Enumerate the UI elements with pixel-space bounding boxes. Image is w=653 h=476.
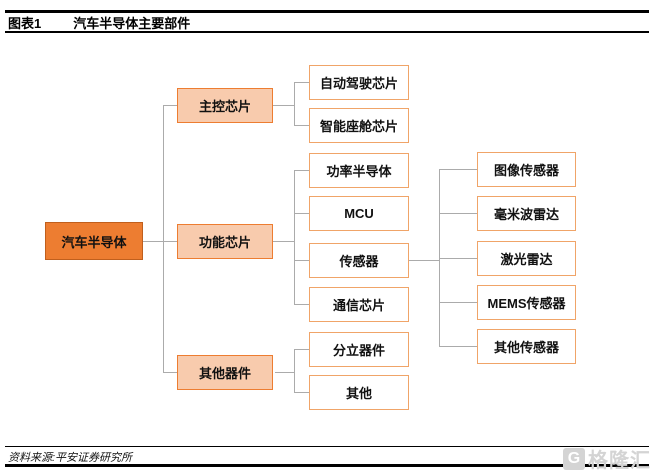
node-communication-chip: 通信芯片 <box>309 287 409 322</box>
tree-connector-line <box>439 169 477 170</box>
node-mmwave-radar: 毫米波雷达 <box>477 196 576 231</box>
node-label: 功率半导体 <box>326 164 392 179</box>
tree-connector-line <box>273 241 294 242</box>
node-label: 激光雷达 <box>500 252 553 267</box>
node-label: 其他传感器 <box>493 340 559 355</box>
tree-connector-line <box>439 213 477 214</box>
watermark-gelonghui: G 格隆汇 <box>563 444 651 473</box>
figure-number-label: 图表1 <box>8 16 42 31</box>
node-label: 毫米波雷达 <box>493 207 559 222</box>
node-other-sensor: 其他传感器 <box>477 329 576 364</box>
tree-connector-line <box>439 258 477 259</box>
node-power-semiconductor: 功率半导体 <box>309 153 409 188</box>
node-label: 其他器件 <box>198 366 251 381</box>
gelonghui-logo-icon: G <box>563 447 585 470</box>
figure-title-row: 图表1 汽车半导体主要部件 <box>8 13 190 32</box>
tree-connector-line <box>294 82 309 83</box>
tree-connector-line <box>275 372 294 373</box>
node-label: 智能座舱芯片 <box>319 119 398 134</box>
tree-connector-line <box>294 170 309 171</box>
tree-connector-line <box>294 304 309 305</box>
node-smart-cockpit-chip: 智能座舱芯片 <box>309 108 409 143</box>
tree-connector-line <box>294 213 309 214</box>
tree-connector-line <box>163 105 164 373</box>
node-label: 通信芯片 <box>332 298 385 313</box>
tree-connector-line <box>294 170 295 305</box>
node-label: MCU <box>344 206 374 221</box>
header-bottom-rule <box>5 31 649 33</box>
node-other: 其他 <box>309 375 409 410</box>
node-auto-driving-chip: 自动驾驶芯片 <box>309 65 409 100</box>
tree-connector-line <box>143 241 177 242</box>
semiconductor-tree-diagram: 汽车半导体 主控芯片功能芯片其他器件 自动驾驶芯片智能座舱芯片功率半导体 MCU 传感器… <box>0 33 653 445</box>
tree-connector-line <box>439 302 477 303</box>
tree-connector-line <box>163 372 177 373</box>
node-sensor: 传感器 <box>309 243 409 278</box>
node-label: MEMS传感器 <box>487 296 566 311</box>
tree-connector-line <box>439 346 477 347</box>
node-label: 自动驾驶芯片 <box>319 76 398 91</box>
figure-title: 汽车半导体主要部件 <box>73 16 191 31</box>
tree-connector-line <box>409 260 439 261</box>
node-auto-semiconductor: 汽车半导体 <box>45 222 143 260</box>
node-label: 分立器件 <box>332 343 385 358</box>
node-main-control-chip: 主控芯片 <box>177 88 273 123</box>
node-label: 图像传感器 <box>493 163 559 178</box>
header-top-rule <box>5 10 649 13</box>
tree-connector-line <box>294 125 309 126</box>
node-other-devices: 其他器件 <box>177 355 273 390</box>
node-lidar: 激光雷达 <box>477 241 576 276</box>
tree-connector-line <box>294 349 309 350</box>
node-mems-sensor: MEMS传感器 <box>477 285 576 320</box>
node-function-chip: 功能芯片 <box>177 224 273 259</box>
source-note: 资料来源:平安证券研究所 <box>8 452 133 464</box>
watermark-text: 格隆汇 <box>588 450 651 472</box>
node-label: 主控芯片 <box>198 99 251 114</box>
footer-top-rule <box>5 446 649 448</box>
tree-connector-line <box>163 105 177 106</box>
node-label: 传感器 <box>339 254 379 269</box>
node-label: 其他 <box>345 386 372 401</box>
node-label: 汽车半导体 <box>61 234 127 250</box>
tree-connector-line <box>273 105 294 106</box>
footer-bottom-rule <box>5 464 649 467</box>
tree-connector-line <box>294 392 309 393</box>
node-label: 功能芯片 <box>198 235 251 250</box>
tree-connector-line <box>294 82 295 126</box>
node-image-sensor: 图像传感器 <box>477 152 576 187</box>
tree-connector-line <box>294 349 295 393</box>
node-discrete-devices: 分立器件 <box>309 332 409 367</box>
tree-connector-line <box>294 260 309 261</box>
node-mcu: MCU <box>309 196 409 231</box>
